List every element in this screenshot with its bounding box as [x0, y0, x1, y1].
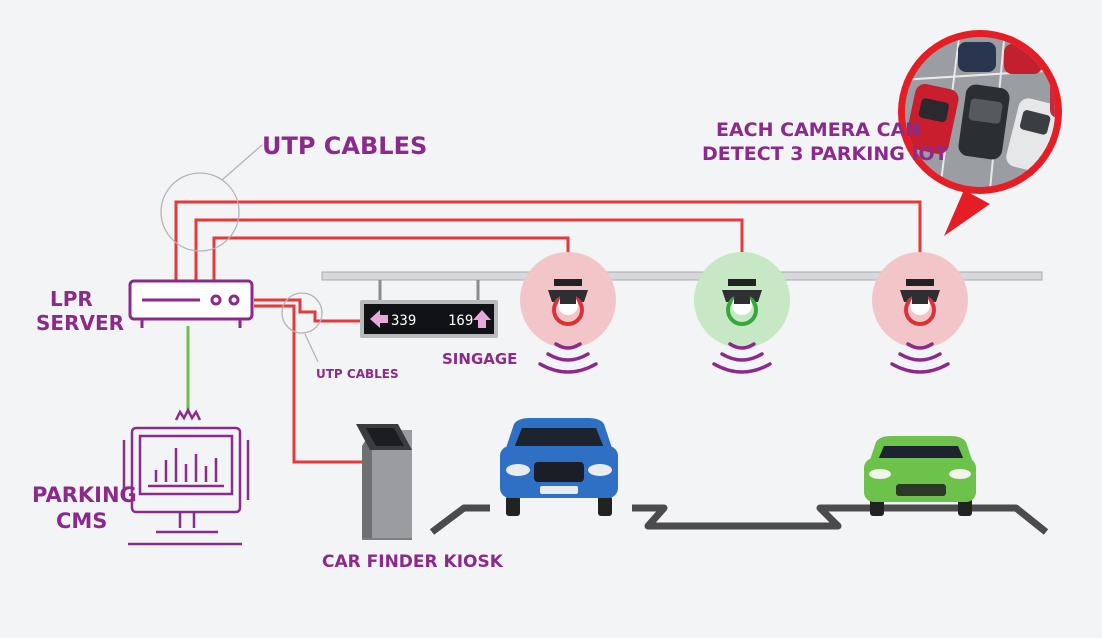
camera-view-bubble: [898, 30, 1062, 236]
signage-board: 339 169: [360, 280, 498, 338]
signage-label: SINGAGE: [442, 350, 517, 368]
utp-callout-circle: [160, 172, 240, 252]
signage-right-count: 169: [448, 313, 473, 329]
lpr-server-label-line1: LPR: [50, 287, 93, 311]
kiosk-label: CAR FINDER KIOSK: [322, 552, 504, 572]
lpr-server: [128, 279, 254, 328]
blue-car: [500, 418, 618, 516]
utp-small-callout-leader: [304, 333, 319, 363]
parking-cms-monitor: [122, 407, 250, 546]
parking-cms-label-line1: PARKING: [32, 483, 137, 507]
camera-2: [694, 252, 790, 348]
ceiling-beam: [321, 271, 1043, 281]
camera-3: [872, 252, 968, 348]
green-car: [864, 436, 976, 516]
parking-cms-label-line2: CMS: [56, 509, 107, 533]
camera-note-line2: DETECT 3 PARKING IOT: [702, 143, 948, 165]
camera-2-wave-icon: [712, 342, 772, 374]
utp-cables-small-label: UTP CABLES: [316, 367, 399, 381]
signage-left-count: 339: [391, 313, 416, 329]
left-arrow-icon: [370, 310, 388, 328]
camera-note-line1: EACH CAMERA CAN: [716, 119, 921, 141]
camera-1-wave-icon: [538, 342, 598, 374]
up-arrow-icon: [473, 310, 491, 328]
car-finder-kiosk: [356, 424, 412, 540]
lpr-server-label-line2: SERVER: [36, 311, 124, 335]
utp-cables-top-label: UTP CABLES: [262, 132, 427, 160]
camera-3-wave-icon: [890, 342, 950, 374]
parking-floor-line: [429, 504, 1049, 535]
utp-callout-leader: [221, 144, 263, 181]
camera-1: [520, 252, 616, 348]
utp-small-callout-circle: [281, 292, 323, 334]
